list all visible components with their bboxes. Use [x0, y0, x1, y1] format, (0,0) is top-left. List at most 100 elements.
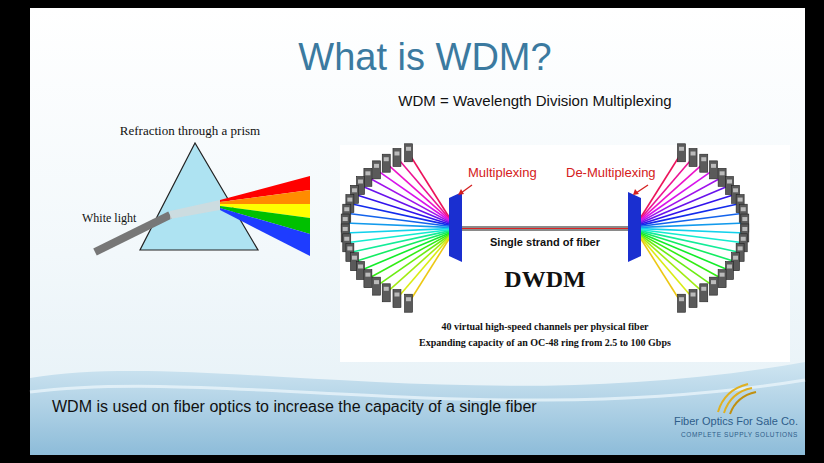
transceiver-symbol — [739, 204, 747, 222]
transceiver-port — [352, 188, 357, 192]
transceiver-port — [384, 157, 389, 161]
part-label: Single strand of fiber — [490, 236, 600, 249]
transceiver-port — [344, 207, 349, 211]
transceiver-port — [406, 297, 411, 301]
channel-line — [641, 238, 693, 299]
transceiver-symbol — [689, 290, 697, 308]
fiber-core — [462, 228, 628, 229]
subtitle: WDM = Wavelength Division Multiplexing — [398, 92, 671, 109]
channel-line — [641, 223, 745, 227]
transceiver-symbol — [393, 290, 401, 308]
figure-caption: Refraction through a prism — [120, 124, 260, 139]
transceiver-port — [720, 171, 725, 175]
transceiver-port — [374, 280, 379, 284]
transceiver-port — [701, 287, 706, 291]
transceiver-port — [365, 171, 370, 175]
transceiver-port — [347, 246, 352, 250]
transceiver-port — [691, 151, 696, 155]
transceiver-symbol — [709, 277, 717, 295]
channel-line — [641, 239, 681, 303]
transceiver-port — [733, 188, 738, 192]
arrowhead — [458, 189, 464, 195]
transceiver-port — [394, 293, 399, 297]
fiber-strand — [462, 226, 628, 231]
channel-line — [397, 157, 449, 218]
transceiver-symbol — [741, 224, 749, 242]
transceiver-port — [679, 147, 684, 151]
transceiver-port — [741, 207, 746, 211]
transceiver-port — [720, 273, 725, 277]
transceiver-port — [742, 227, 747, 231]
transceiver-symbol — [405, 294, 413, 312]
transceiver-symbol — [382, 154, 390, 172]
transceiver-port — [365, 273, 370, 277]
transceiver-symbol — [357, 261, 365, 279]
channel-line — [350, 204, 449, 226]
channel-line — [641, 233, 729, 270]
transceiver-symbol — [700, 154, 708, 172]
transceiver-symbol — [364, 168, 372, 186]
transceiver-port — [374, 164, 379, 168]
figure-heading: DWDM — [504, 266, 585, 294]
channel-line — [641, 232, 736, 262]
transceiver-port — [679, 297, 684, 301]
transceiver-port — [394, 151, 399, 155]
wave-band — [30, 362, 805, 455]
demultiplexer-block — [628, 192, 641, 262]
transceiver-port — [727, 180, 732, 184]
channel-line — [397, 238, 449, 299]
figure-note: 40 virtual high-speed channels per physi… — [441, 321, 648, 333]
transceiver-symbol — [373, 277, 381, 295]
transceiver-symbol — [341, 224, 349, 242]
transceiver-port — [347, 198, 352, 202]
transceiver-port — [384, 287, 389, 291]
beam-label: White light — [82, 212, 136, 226]
transceiver-port — [358, 180, 363, 184]
transceiver-symbol — [677, 294, 685, 312]
transceiver-symbol — [718, 270, 726, 288]
slide-title: What is WDM? — [298, 36, 551, 80]
transceiver-port — [344, 237, 349, 241]
channel-line — [345, 223, 449, 227]
transceiver-port — [701, 157, 706, 161]
channel-line — [641, 204, 740, 226]
transceiver-port — [358, 264, 363, 268]
transceiver-port — [727, 264, 732, 268]
leader-arrow — [636, 185, 648, 193]
multiplexer-block — [449, 192, 462, 262]
channel-line — [386, 237, 449, 293]
transceiver-symbol — [725, 261, 733, 279]
inner-beam — [170, 200, 220, 219]
transceiver-symbol — [382, 284, 390, 302]
slide-note: WDM is used on fiber optics to increase … — [52, 398, 537, 416]
transceiver-port — [352, 256, 357, 260]
transceiver-port — [711, 280, 716, 284]
wave-stripe — [30, 380, 805, 400]
transceiver-symbol — [700, 284, 708, 302]
transceiver-port — [691, 293, 696, 297]
transceiver-symbol — [689, 148, 697, 166]
spectrum-blue — [220, 208, 310, 256]
fan-group — [341, 144, 749, 312]
channel-line — [409, 153, 449, 217]
transceiver-port — [738, 246, 743, 250]
transceiver-symbol — [364, 270, 372, 288]
transceiver-port — [406, 147, 411, 151]
logo-text: Fiber Optics For Sale Co. — [674, 415, 798, 428]
channel-line — [368, 177, 449, 221]
transceiver-port — [343, 217, 348, 221]
channel-line — [386, 163, 449, 219]
transceiver-symbol — [709, 161, 717, 179]
arrowhead — [633, 189, 639, 195]
transceiver-port — [711, 164, 716, 168]
transceiver-port — [742, 217, 747, 221]
logo-tagline: COMPLETE SUPPLY SOLUTIONS — [681, 431, 798, 438]
transceiver-symbol — [718, 168, 726, 186]
channel-line — [641, 237, 704, 293]
transceiver-port — [343, 227, 348, 231]
transceiver-port — [733, 256, 738, 260]
part-label: De-Multiplexing — [564, 166, 658, 181]
figure-note: Expanding capacity of an OC-48 ring from… — [419, 337, 671, 349]
channel-line — [377, 236, 449, 287]
